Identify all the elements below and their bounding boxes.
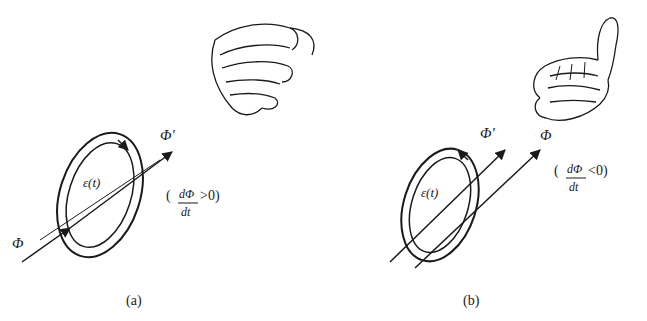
hand-sketch (534, 18, 618, 121)
loop-ring (388, 139, 492, 272)
loop-ring (398, 150, 482, 261)
panel-label: (a) (126, 294, 142, 308)
derivative-bottom: dt (181, 206, 190, 218)
derivative-top: dΦ (179, 188, 194, 200)
flux-arrow (415, 150, 540, 268)
paren: ( (166, 189, 171, 203)
derivative-bottom: dt (569, 181, 578, 193)
loop-ring (54, 134, 146, 256)
flux-label: Φ' (480, 126, 495, 141)
fraction-bar (566, 178, 586, 179)
loop-ring (42, 122, 158, 268)
flux-line (70, 152, 172, 228)
flux-arrow (22, 228, 70, 262)
emf-arrow (118, 140, 128, 150)
emf-label: ε(t) (421, 186, 438, 199)
condition-text: >0) (200, 189, 220, 203)
emf-label: ε(t) (83, 176, 100, 189)
derivative-top: dΦ (567, 163, 582, 175)
flux-label: Φ (540, 128, 551, 143)
hand-sketch (212, 24, 314, 115)
paren: ( (554, 164, 559, 178)
panel-label: (b) (463, 294, 479, 308)
flux-label: Φ (12, 236, 23, 251)
flux-label: Φ' (160, 128, 175, 143)
condition-text: <0) (588, 164, 608, 178)
emf-arrow (458, 150, 468, 160)
fraction-bar (178, 203, 198, 204)
